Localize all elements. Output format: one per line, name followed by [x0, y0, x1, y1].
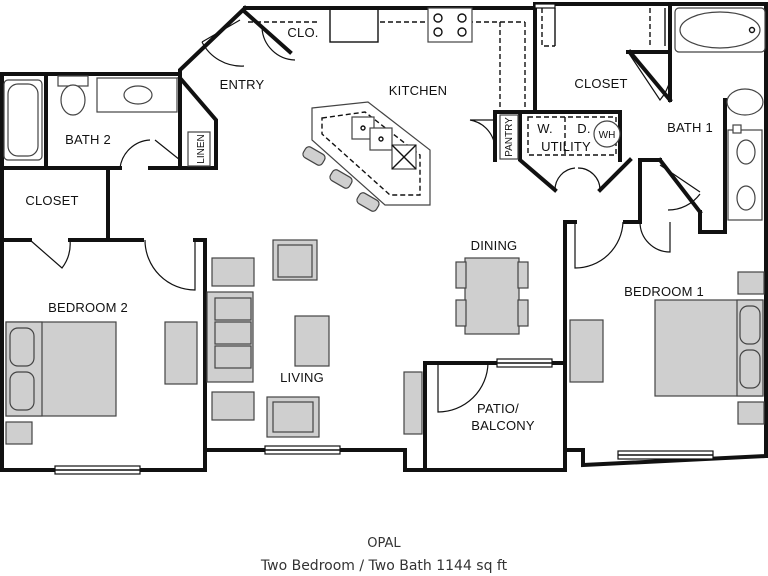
kitchen-island — [302, 101, 431, 212]
label-bath2: BATH 2 — [65, 132, 111, 147]
label-pantry: PANTRY — [504, 117, 515, 157]
label-dining: DINING — [471, 238, 518, 253]
sink-icon — [123, 85, 153, 105]
label-closet-right: CLOSET — [574, 76, 627, 91]
label-patio-line1: PATIO/ — [477, 401, 519, 416]
kitchen-counters — [248, 7, 666, 110]
label-closet-small: CLO. — [287, 25, 318, 40]
label-living: LIVING — [280, 370, 324, 385]
label-linen: LINEN — [196, 134, 207, 163]
walls — [0, 2, 768, 472]
room-labels: CLO. ENTRY KITCHEN CLOSET BATH 2 LINEN P… — [25, 25, 712, 433]
utility-fixtures — [499, 114, 621, 160]
sink-icon — [736, 139, 756, 165]
toilet-icon — [726, 88, 764, 116]
label-patio-line2: BALCONY — [471, 418, 535, 433]
chair-icon — [211, 257, 255, 287]
stove-icon — [427, 7, 473, 43]
bath2-fixtures — [3, 75, 211, 167]
plan-title: OPAL — [367, 536, 401, 551]
dining-table-icon — [464, 257, 520, 335]
stool-icon — [329, 169, 353, 189]
sink-icon — [736, 185, 756, 211]
bath1-fixtures — [674, 7, 766, 221]
label-bedroom1: BEDROOM 1 — [624, 284, 704, 299]
label-closet-left: CLOSET — [25, 193, 78, 208]
water-heater-icon — [593, 120, 621, 148]
plan-subtitle: Two Bedroom / Two Bath 1144 sq ft — [260, 558, 508, 574]
label-kitchen: KITCHEN — [389, 83, 447, 98]
doors — [29, 19, 701, 413]
furniture — [5, 239, 765, 445]
stool-icon — [356, 192, 380, 212]
stool-icon — [302, 146, 326, 166]
label-water-heater: WH — [599, 130, 616, 141]
coffee-table-icon — [294, 315, 330, 367]
label-bath1: BATH 1 — [667, 120, 713, 135]
label-bedroom2: BEDROOM 2 — [48, 300, 128, 315]
label-utility: UTILITY — [541, 139, 591, 154]
label-entry: ENTRY — [220, 77, 265, 92]
entry-door — [201, 19, 245, 67]
label-dryer: D. — [577, 121, 590, 136]
label-washer: W. — [537, 121, 553, 136]
windows — [54, 3, 714, 475]
toilet-icon — [60, 84, 86, 116]
